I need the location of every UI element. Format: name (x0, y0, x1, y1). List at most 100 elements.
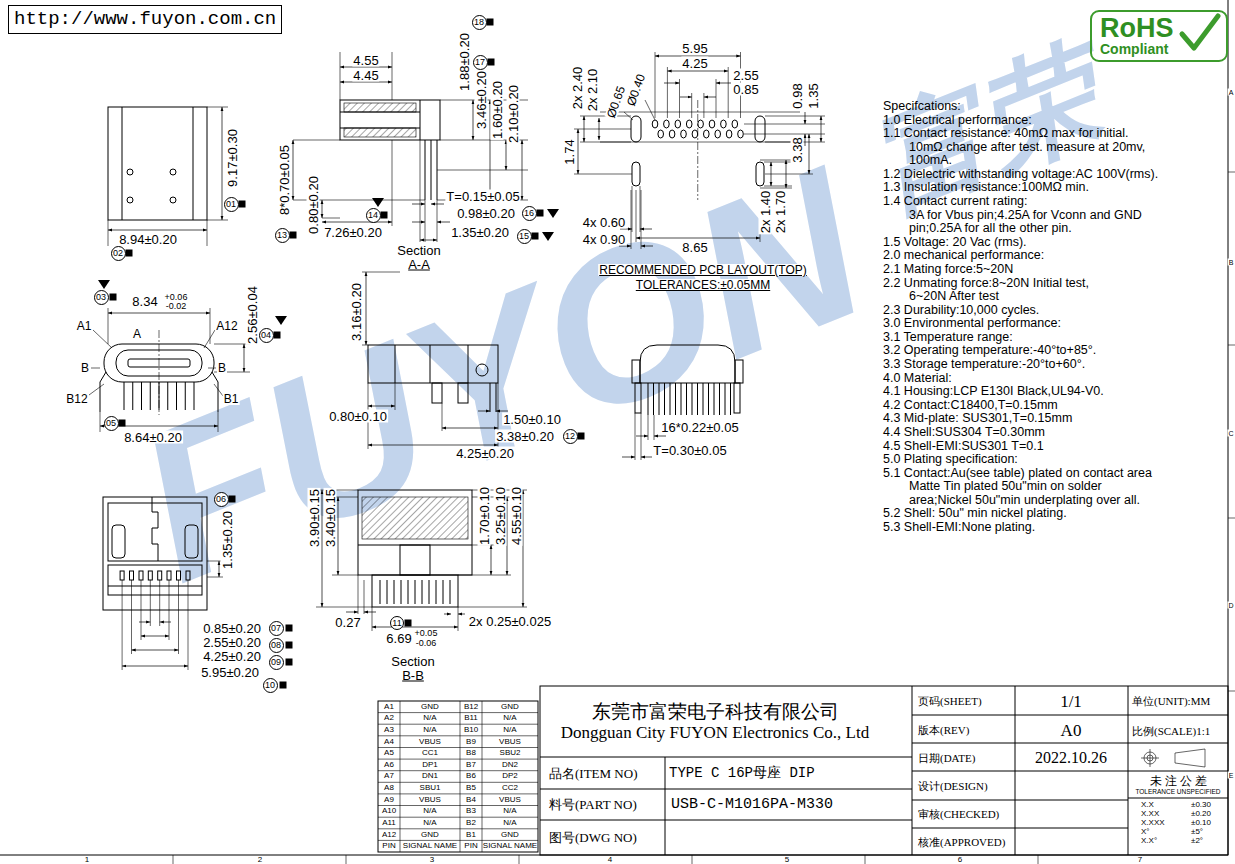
spec-text: 100mA. (908, 154, 953, 167)
end-view (622, 457, 635, 458)
section-b-b (364, 612, 376, 613)
end-view (636, 436, 648, 437)
section-b-b (372, 627, 458, 628)
zone-marker: 3 (429, 856, 435, 864)
pin-table-cell: B1 (465, 831, 477, 839)
callout-number: 18 (472, 15, 487, 30)
pcb-layout (721, 120, 727, 128)
bottom-view (122, 580, 188, 670)
pcb-layout (697, 100, 698, 200)
dimension-text: T=0.15±0.05 (445, 190, 520, 203)
pin-table-cell: B2 (465, 819, 477, 827)
section-a-a (412, 222, 425, 223)
zone-marker: D (1227, 602, 1234, 609)
spec-text: area;Nickel 50u"min underplating over al… (908, 494, 1141, 507)
title-block-grid (540, 686, 1228, 855)
pin-table-cell: A11 (381, 819, 397, 827)
pcb-layout (664, 120, 670, 128)
end-view (654, 436, 666, 437)
pin-table-cell: SIGNAL NAME (482, 842, 538, 850)
callout-number: 07 (269, 621, 284, 636)
pin-table-cell: A9 (383, 796, 395, 804)
callout-marker (126, 250, 133, 257)
pin-table-cell: B11 (463, 714, 479, 722)
section-a-a (340, 100, 440, 140)
title-block-value: USB-C-M1016PA-M330 (670, 797, 834, 812)
side-view (362, 272, 400, 345)
pcb-layout (732, 120, 738, 128)
pin-table-cell: B4 (465, 796, 477, 804)
spec-text: 4.4 Shell:SUS304 T=0.30mm (882, 426, 1046, 439)
website-box: http://www.fuyon.com.cn (8, 5, 282, 34)
pcb-layout (667, 71, 728, 72)
callout-marker (98, 280, 110, 289)
bottom-view (120, 571, 124, 580)
dimension-text: 2.56±0.04 (246, 285, 259, 345)
pin-table-cell: N/A (502, 714, 517, 722)
callout-number: 08 (269, 638, 284, 653)
spec-text: 1.5 Voltage: 20 Vac (rms). (882, 236, 1028, 249)
pcb-layout (709, 120, 715, 128)
pcb-layout (738, 130, 744, 138)
callout-text: 06 (216, 495, 226, 504)
bottom-view (160, 622, 171, 623)
spec-text: Matte Tin plated 50u"min on solder (908, 480, 1103, 493)
end-view (640, 345, 735, 383)
callout-marker (280, 682, 287, 689)
dimension-text: 2x 2.40 (571, 66, 584, 111)
section-mark: B (217, 362, 227, 374)
zone-marker: 1 (84, 856, 90, 864)
tolerance-text: ±0.30 (1190, 801, 1212, 809)
pin-table-cell: SBU2 (499, 749, 522, 757)
dimension-text: 2x 0.25±0.025 (468, 615, 552, 628)
title-block-text: 未 注 公 差 (1149, 775, 1208, 787)
side-view (366, 272, 367, 345)
pin-table-cell: A5 (383, 749, 395, 757)
pcb-layout (620, 229, 632, 230)
section-a-a (293, 140, 294, 200)
callout-text: 02 (113, 249, 123, 258)
pin-label: B12 (65, 393, 88, 405)
top-view (170, 197, 176, 203)
zone-marker: 5 (784, 856, 790, 864)
spec-text: 4.5 Shell-EMI:SUS301 T=0.1 (882, 439, 1045, 452)
spec-text: 6~20N After test (908, 290, 1000, 303)
front-view (100, 372, 218, 412)
spec-text: 3.2 Operating temperature:-40°to+85°. (882, 344, 1097, 357)
pcb-layout (574, 129, 813, 174)
pin-table-cell: GND (500, 831, 520, 839)
dimension-text: 8.65 (681, 241, 708, 254)
callout-marker (286, 625, 293, 632)
section-b-b (372, 575, 458, 607)
note-text: TOLERANCES:±0.05MM (635, 279, 771, 291)
dimension-text: 1.60±0.20 (491, 80, 504, 140)
pin-table-cell: B12 (463, 703, 479, 711)
pcb-layout (698, 120, 704, 128)
pin-table-grid (378, 701, 538, 852)
dimension-text: 0.27 (334, 616, 361, 629)
title-block-grid (540, 686, 1228, 855)
spec-text: 2.1 Mating force:5~20N (882, 263, 1014, 276)
spec-text: 2.0 mechanical performance: (882, 249, 1045, 262)
tolerance-text: X.XX (1140, 810, 1160, 818)
dimension-text: 1.50±0.10 (502, 413, 562, 426)
dimension-text: 7.26±0.20 (323, 226, 383, 239)
bottom-view (112, 525, 125, 558)
callout-number: 14 (366, 208, 381, 223)
spec-text: 5.0 Plating specification: (882, 453, 1019, 466)
dimension-text: 16*0.22±0.05 (660, 421, 739, 434)
top-view (127, 197, 133, 203)
dimension-text: 4.25±0.20 (455, 447, 515, 460)
dimension-text: 1.70±0.10 (478, 486, 491, 546)
dimension-text: 8.64±0.20 (123, 431, 183, 444)
pin-table-cell: GND (420, 703, 440, 711)
front-view (244, 344, 245, 372)
tolerance-text: X.X° (1140, 837, 1158, 845)
section-b-b (400, 545, 430, 575)
bottom-view (139, 622, 150, 623)
dimension-text: 1.74 (563, 138, 576, 165)
callout-text: 17 (475, 58, 485, 67)
callout-marker (274, 332, 281, 339)
pin-table-cell: A2 (383, 714, 395, 722)
pin-table-cell: VBUS (418, 796, 442, 804)
